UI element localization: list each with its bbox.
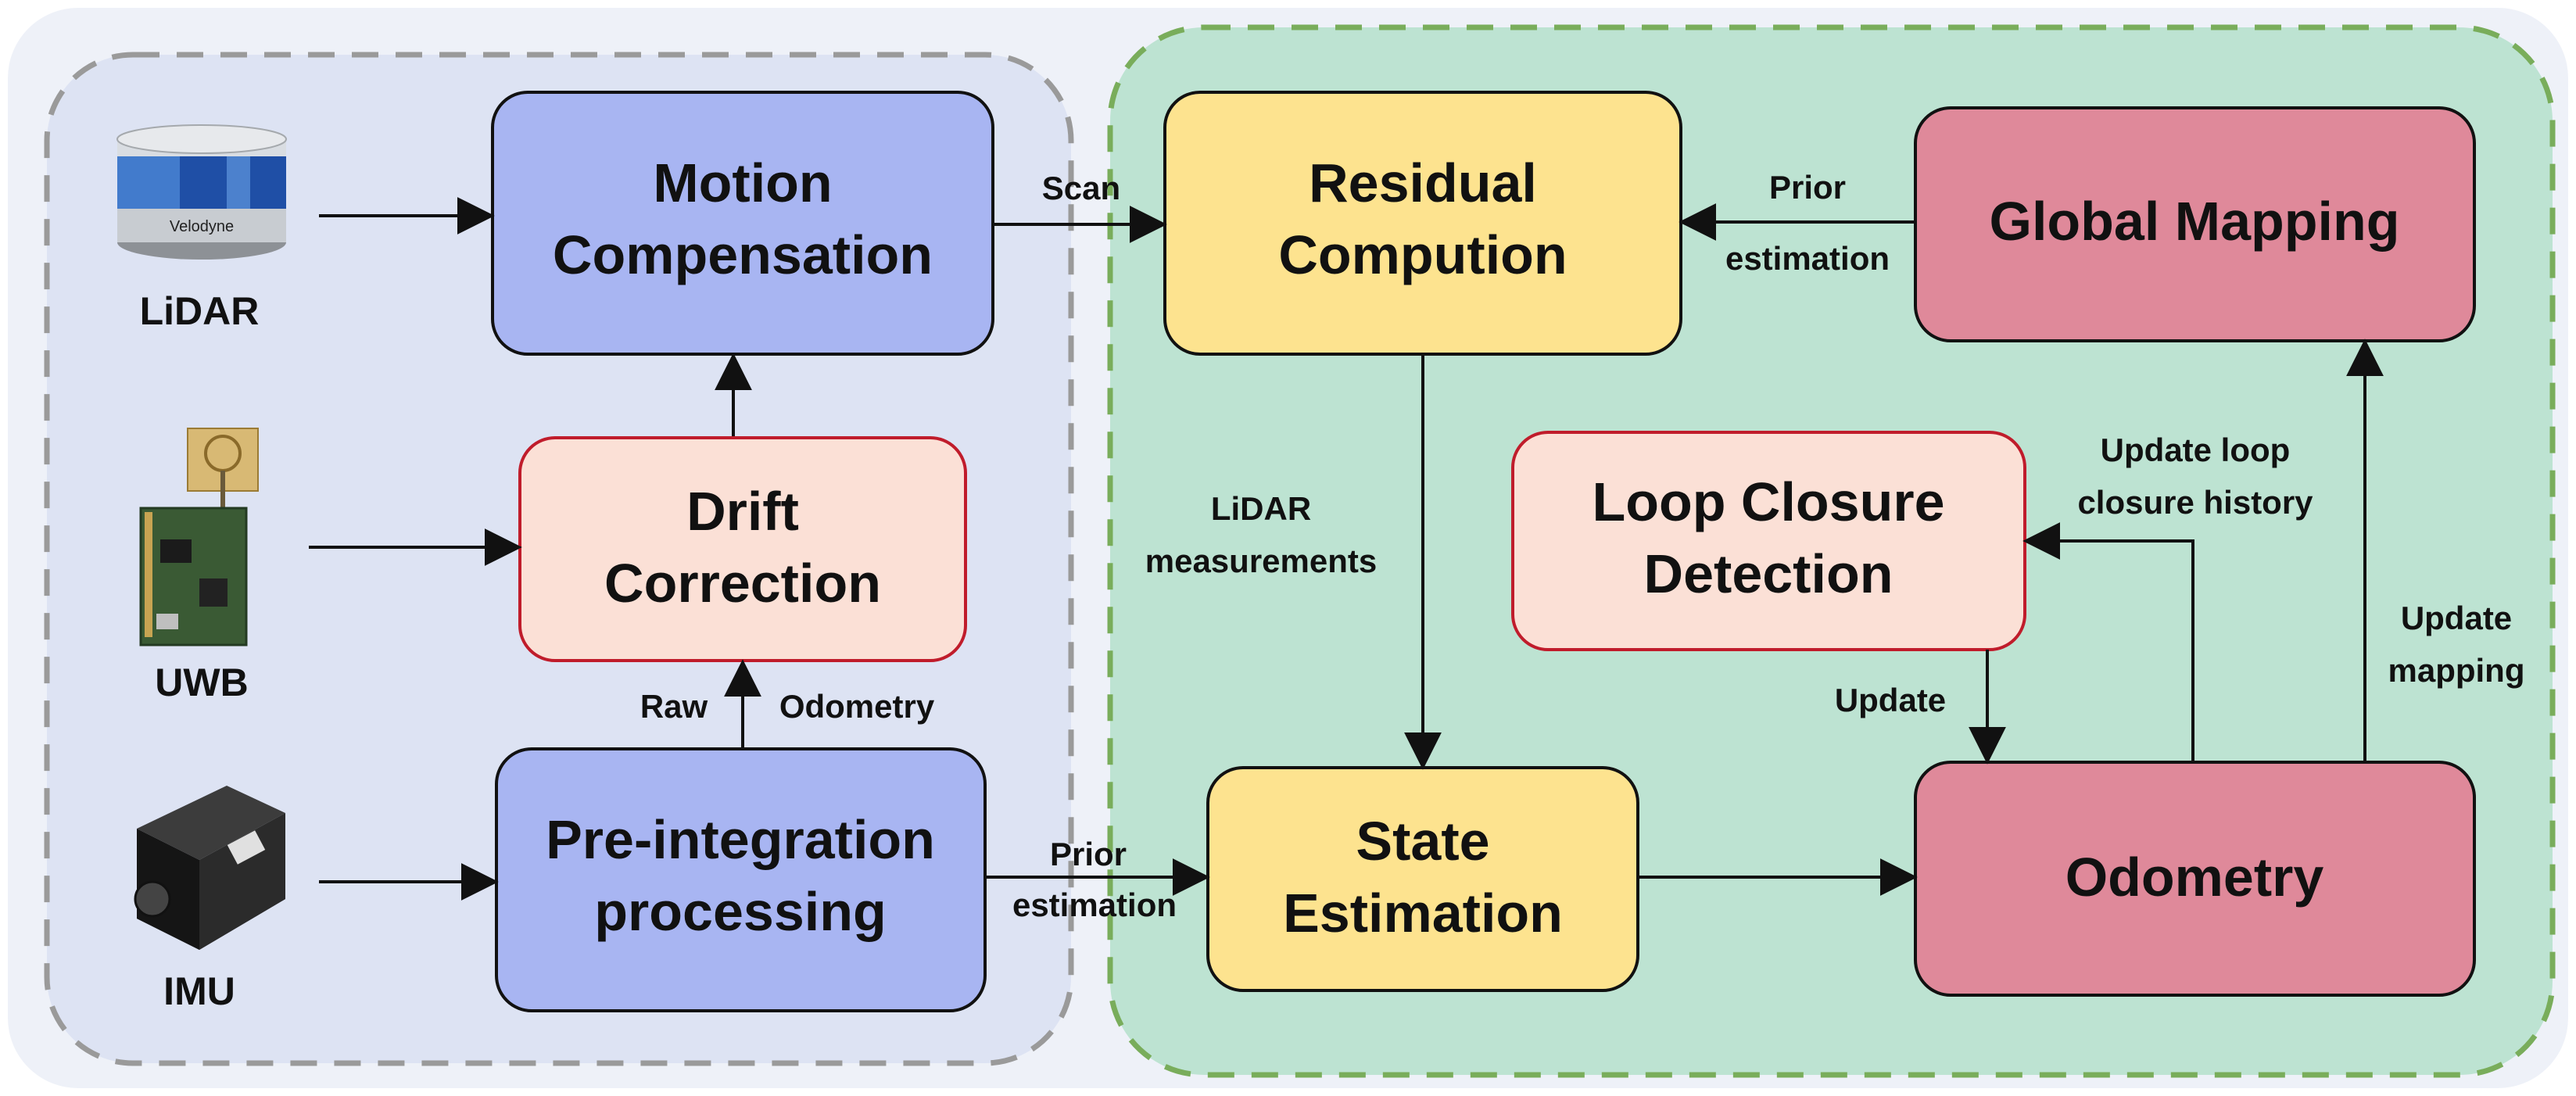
preintegration-line1: Pre-integration	[546, 809, 935, 870]
update-loop-line1: Update loop	[2101, 432, 2291, 468]
state-estimation-line2: Estimation	[1283, 883, 1563, 944]
global-mapping-box: Global Mapping	[1914, 106, 2476, 342]
drift-correction-box: Drift Correction	[518, 436, 967, 662]
lidar-label: LiDAR	[140, 289, 260, 333]
odometry-box-label: Odometry	[2065, 847, 2324, 908]
state-estimation-box: State Estimation	[1206, 766, 1639, 992]
uwb-device-icon	[139, 428, 259, 646]
odometry-edge-label: Odometry	[779, 688, 935, 725]
drift-correction-line2: Correction	[604, 553, 881, 614]
scan-label: Scan	[1042, 170, 1120, 206]
prior-estimation-bottom-line1: Prior	[1050, 836, 1127, 872]
loop-closure-line2: Detection	[1644, 543, 1893, 604]
prior-estimation-top-line1: Prior	[1769, 169, 1846, 206]
lidar-measurements-line1: LiDAR	[1211, 490, 1311, 527]
update-mapping-line1: Update	[2401, 600, 2512, 636]
preintegration-box: Pre-integration processing	[495, 747, 987, 1012]
arrow-odometry-to-loop	[2022, 522, 2194, 762]
preintegration-line2: processing	[594, 881, 886, 942]
motion-compensation-line1: Motion	[653, 152, 832, 213]
imu-label: IMU	[163, 969, 235, 1013]
loop-closure-detection-box: Loop Closure Detection	[1511, 431, 2026, 651]
prior-estimation-top-line2: estimation	[1725, 240, 1890, 277]
update-mapping-line2: mapping	[2388, 652, 2525, 689]
odometry-box: Odometry	[1914, 761, 2476, 997]
global-mapping-label: Global Mapping	[1990, 191, 2400, 252]
residual-computation-box: Residual Compution	[1163, 91, 1682, 356]
lidar-measurements-line2: measurements	[1145, 543, 1377, 579]
residual-line1: Residual	[1309, 152, 1537, 213]
drift-correction-line1: Drift	[686, 481, 799, 542]
raw-label: Raw	[640, 688, 708, 725]
lidar-device-icon: Velodyne	[116, 124, 287, 260]
update-loop-line2: closure history	[2077, 484, 2313, 521]
loop-closure-line1: Loop Closure	[1592, 471, 1944, 532]
state-estimation-line1: State	[1356, 811, 1489, 872]
imu-device-icon	[134, 786, 285, 950]
residual-line2: Compution	[1278, 224, 1567, 285]
update-label: Update	[1835, 682, 1946, 718]
lidar-brand-label: Velodyne	[170, 218, 234, 235]
motion-compensation-line2: Compensation	[553, 224, 933, 285]
uwb-label: UWB	[155, 661, 248, 704]
motion-compensation-box: Motion Compensation	[491, 91, 994, 356]
prior-estimation-bottom-line2: estimation	[1012, 886, 1177, 923]
